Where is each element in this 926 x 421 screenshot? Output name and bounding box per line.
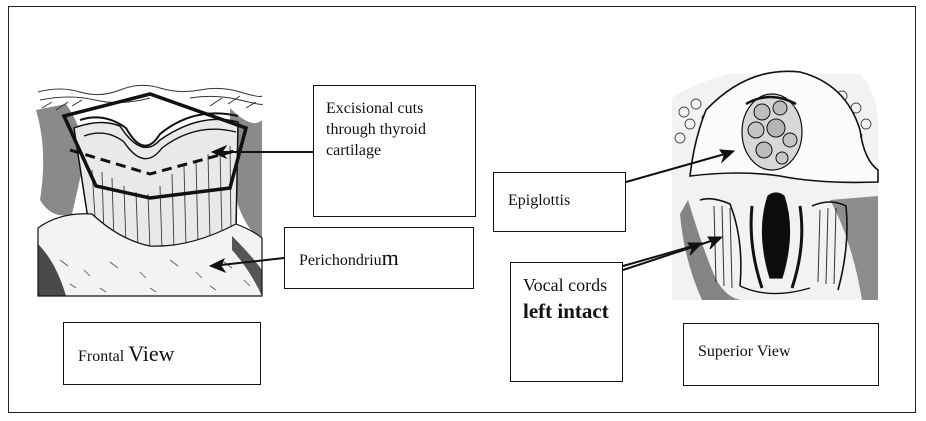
superior-arrows bbox=[622, 149, 736, 271]
figure-frame bbox=[8, 6, 916, 413]
label-frontal-text-b: View bbox=[128, 341, 175, 366]
label-perichondrium-text-a: Perichondriu bbox=[299, 252, 382, 269]
label-excisional-cuts: Excisional cuts through thyroid cartilag… bbox=[313, 85, 476, 217]
label-excisional-text: Excisional cuts through thyroid cartilag… bbox=[326, 100, 426, 160]
frontal-arrows bbox=[208, 144, 313, 274]
label-frontal-view: Frontal View bbox=[63, 322, 261, 385]
label-frontal-text-a: Frontal bbox=[78, 348, 129, 365]
label-perichondrium: Perichondrium bbox=[284, 227, 474, 289]
frontal-view-drawing bbox=[36, 84, 263, 297]
superior-view-drawing bbox=[672, 70, 879, 300]
label-perichondrium-text-b: m bbox=[381, 245, 399, 270]
label-superior-text: Superior View bbox=[698, 343, 791, 360]
tumor-mass bbox=[741, 93, 803, 171]
label-epiglottis-text: Epiglottis bbox=[508, 192, 571, 209]
label-epiglottis: Epiglottis bbox=[493, 172, 626, 232]
label-vocal-text-a: Vocal cords bbox=[523, 275, 608, 295]
label-vocal-text-b: left intact bbox=[523, 299, 609, 324]
label-superior-view: Superior View bbox=[683, 323, 879, 386]
label-vocal-cords: Vocal cords left intact bbox=[510, 262, 623, 382]
